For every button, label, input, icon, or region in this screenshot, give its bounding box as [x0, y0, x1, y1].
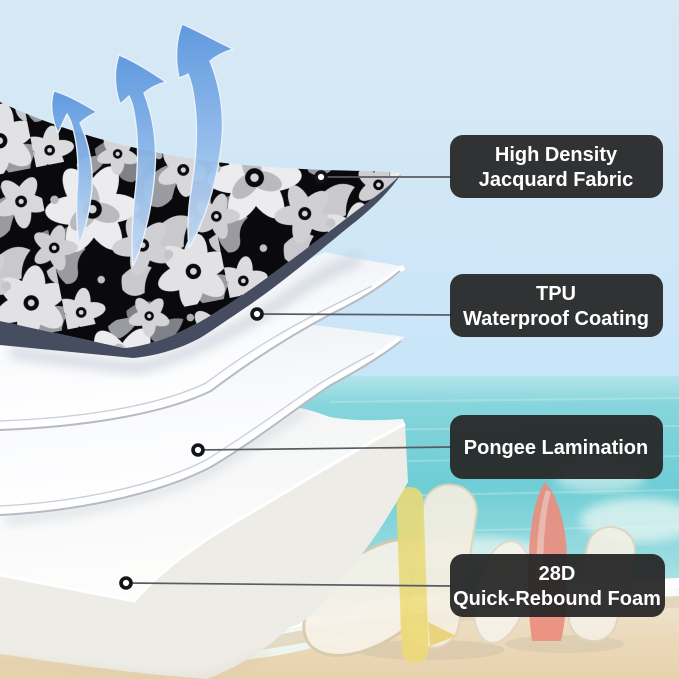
svg-text:Pongee Lamination: Pongee Lamination	[464, 437, 648, 459]
svg-text:TPU: TPU	[536, 283, 576, 305]
svg-text:Waterproof Coating: Waterproof Coating	[463, 308, 649, 330]
svg-text:Jacquard Fabric: Jacquard Fabric	[479, 169, 634, 191]
svg-text:High Density: High Density	[495, 144, 618, 166]
svg-text:Quick-Rebound Foam: Quick-Rebound Foam	[453, 588, 661, 610]
svg-text:28D: 28D	[539, 563, 576, 585]
